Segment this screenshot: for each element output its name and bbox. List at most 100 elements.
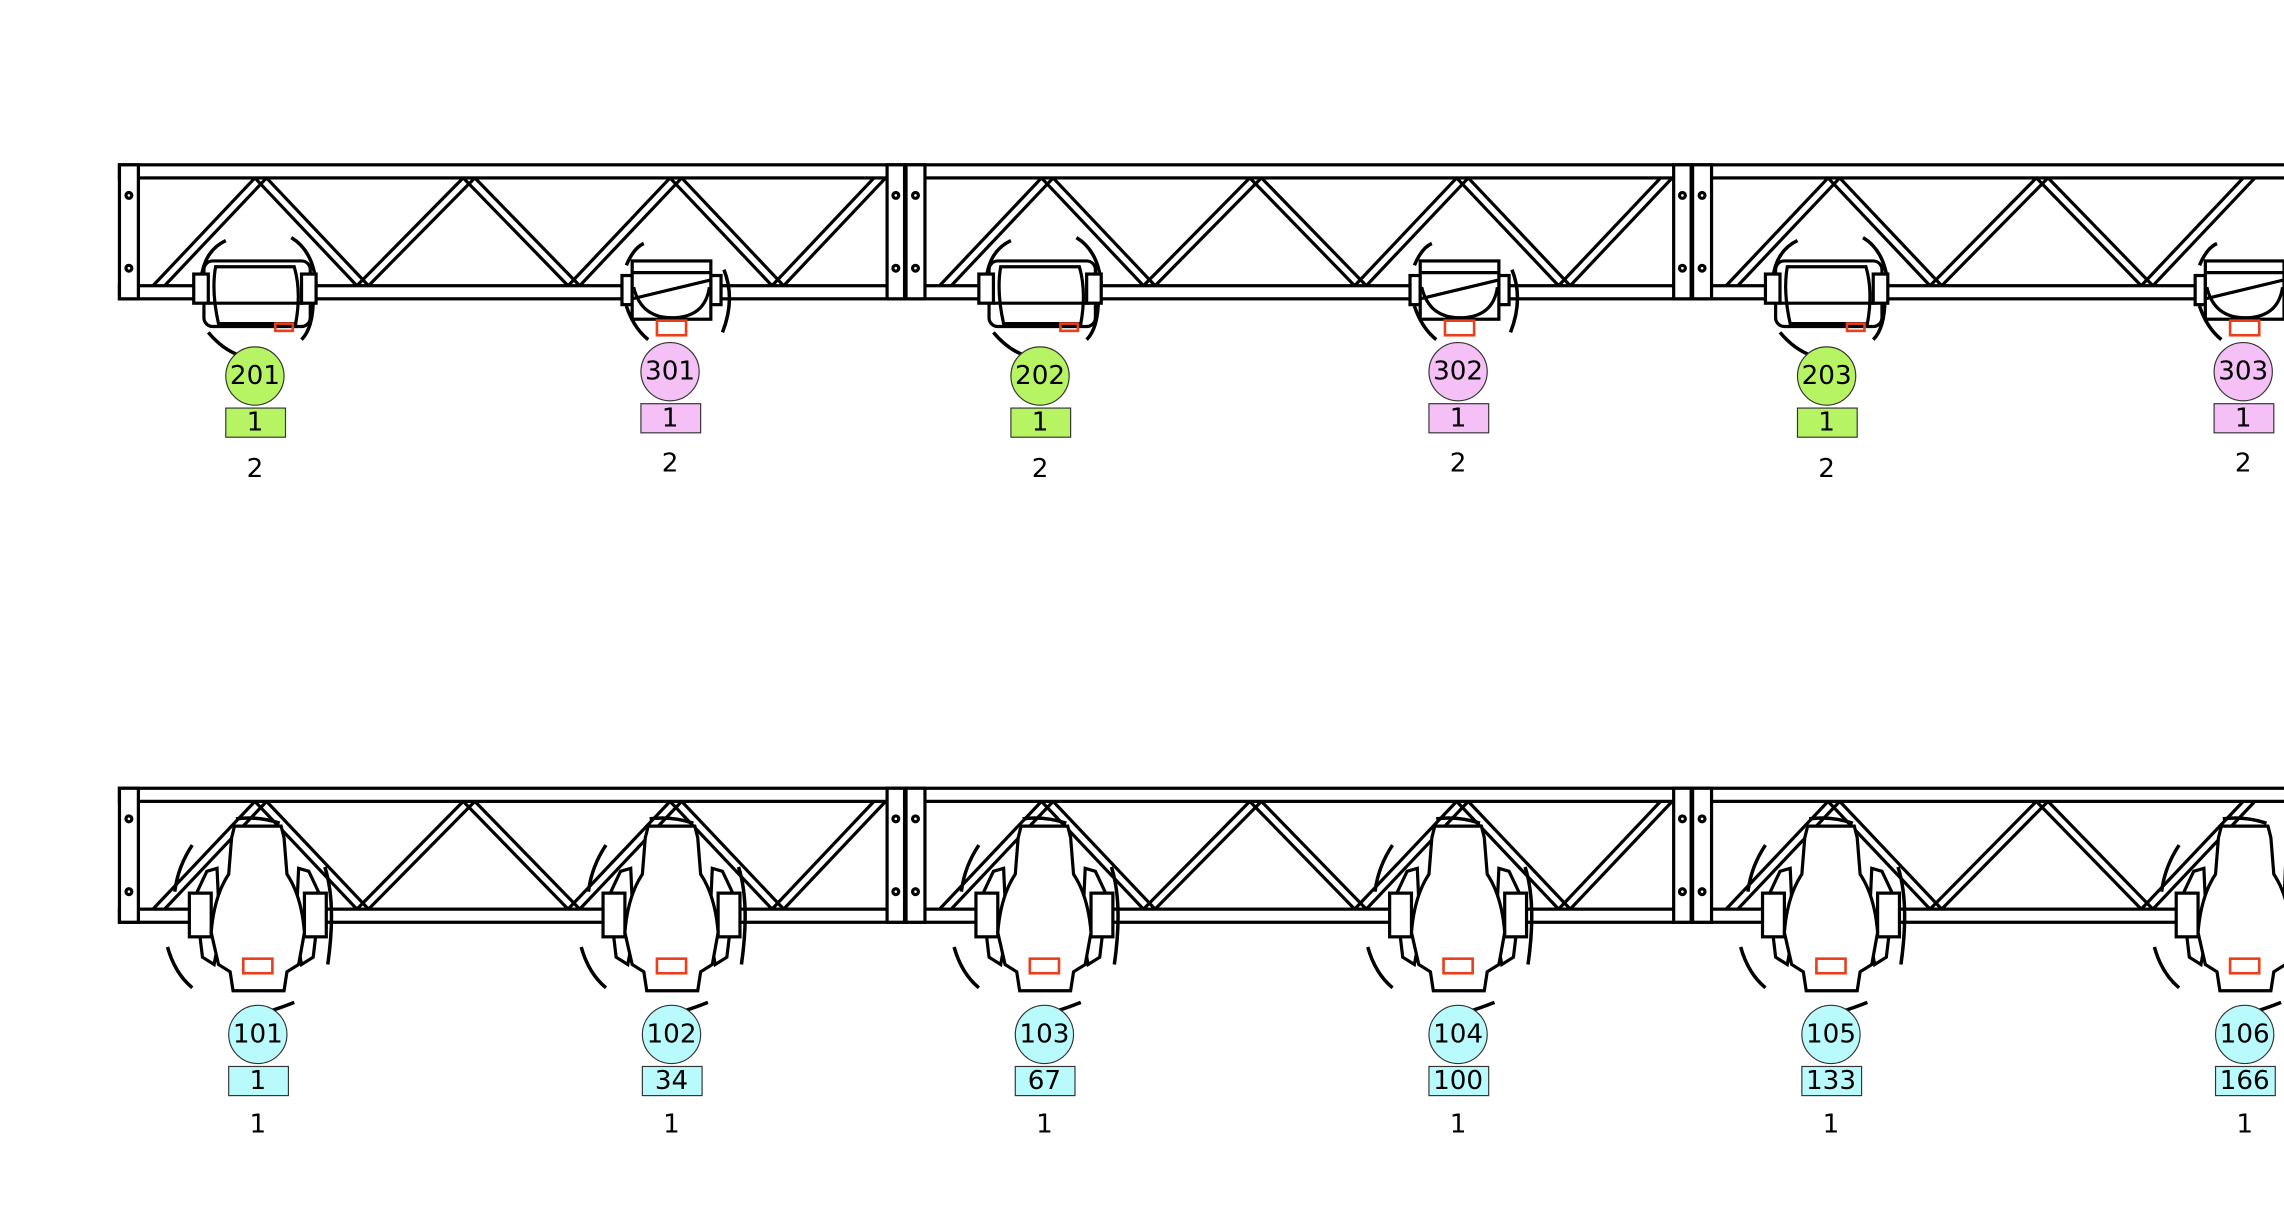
address-box <box>1428 1065 1490 1097</box>
truss-diagonal <box>2035 800 2143 911</box>
truss-diagonal <box>1557 800 1662 911</box>
truss-end-plate <box>904 163 927 301</box>
dmx-address: 34 <box>655 1066 688 1096</box>
channel-number: 203 <box>1802 361 1852 391</box>
address-box <box>225 407 287 438</box>
address-box <box>1801 1065 1863 1097</box>
truss-diagonal <box>355 176 465 287</box>
channel-number: 102 <box>646 1019 696 1049</box>
pan-tilt-arc <box>2197 241 2223 341</box>
pan-tilt-arc <box>579 816 747 1013</box>
universe-number: 2 <box>1818 454 1835 484</box>
truss-end-plate <box>1672 786 1693 924</box>
pan-tilt-arc <box>165 816 334 1013</box>
channel-number: 301 <box>645 357 695 387</box>
front-marker <box>1815 957 1847 975</box>
front-marker <box>1059 322 1080 333</box>
truss-end-plate <box>117 786 140 924</box>
dmx-address: 133 <box>1806 1066 1856 1096</box>
truss-end-plate <box>117 163 140 301</box>
universe-number: 2 <box>247 454 264 484</box>
fixture-body <box>1782 824 1880 993</box>
truss-bottom <box>117 786 2284 924</box>
fixture-body <box>996 824 1093 993</box>
fixture-wash[interactable]: 202 1 2 <box>977 236 1103 485</box>
fixture-wash[interactable]: 203 1 2 <box>1763 236 1890 485</box>
front-marker <box>1845 322 1866 333</box>
channel-bubble <box>641 1004 702 1065</box>
fixture-body <box>209 824 307 993</box>
fixture-body <box>1409 824 1507 993</box>
fixture-body <box>623 824 720 993</box>
universe-number: 2 <box>1032 454 1049 484</box>
fixture-spot[interactable]: 303 1 2 <box>2193 241 2284 478</box>
pan-tilt-arc <box>1738 816 1907 1013</box>
truss-chord <box>117 907 2284 924</box>
truss-diagonal <box>462 176 570 287</box>
channel-number: 104 <box>1433 1019 1483 1049</box>
truss-end-plate <box>904 786 927 924</box>
universe-number: 2 <box>2235 448 2252 478</box>
universe-number: 2 <box>662 448 679 478</box>
channel-bubble <box>228 1004 288 1065</box>
dmx-address: 1 <box>1032 408 1049 438</box>
front-marker <box>2228 957 2261 975</box>
dmx-address: 67 <box>1028 1066 1061 1096</box>
truss-diagonal <box>1040 176 1145 287</box>
truss-diagonal <box>253 176 359 287</box>
truss-diagonal <box>1455 800 1560 911</box>
universe-number: 1 <box>1036 1110 1053 1140</box>
truss-diagonal <box>566 176 672 287</box>
front-marker <box>655 957 688 975</box>
address-box <box>641 1065 703 1097</box>
truss-diagonal <box>1353 176 1458 287</box>
pan-tilt-arc <box>1366 816 1534 1013</box>
channel-number: 202 <box>1015 361 1065 391</box>
universe-number: 1 <box>663 1110 680 1140</box>
truss-diagonal <box>770 176 876 287</box>
dmx-address: 166 <box>2220 1066 2270 1096</box>
front-marker <box>1443 319 1476 337</box>
truss-diagonal <box>938 176 1043 287</box>
dmx-address: 1 <box>1450 403 1467 433</box>
fixture-moving-head[interactable]: 103 67 1 <box>952 816 1120 1140</box>
truss-end-plate <box>1691 786 1714 924</box>
fixture-moving-head[interactable]: 102 34 1 <box>579 816 747 1140</box>
front-marker <box>241 957 274 975</box>
dmx-address: 100 <box>1433 1066 1483 1096</box>
fixture-body <box>2196 824 2284 993</box>
universe-number: 1 <box>2236 1110 2253 1140</box>
channel-number: 103 <box>1019 1019 1069 1049</box>
truss-chord <box>117 786 2284 803</box>
truss-diagonal <box>1142 800 1251 911</box>
channel-number: 201 <box>230 361 280 391</box>
dmx-address: 1 <box>1818 408 1835 438</box>
truss-diagonal <box>2035 176 2143 287</box>
dmx-address: 1 <box>2235 403 2252 433</box>
channel-bubble <box>2214 1004 2275 1065</box>
channel-number: 303 <box>2218 357 2268 387</box>
front-marker <box>2228 319 2261 337</box>
front-marker <box>1442 957 1474 975</box>
truss-diagonal <box>668 176 774 287</box>
address-box <box>2214 1065 2276 1097</box>
pan-tilt-arc <box>984 236 1103 358</box>
truss-diagonal <box>1826 176 1932 287</box>
address-box <box>640 403 702 434</box>
truss-diagonal <box>770 800 876 911</box>
front-marker <box>655 319 688 337</box>
channel-bubble <box>1428 1004 1488 1065</box>
front-marker <box>1028 957 1061 975</box>
channel-bubble <box>2213 341 2273 402</box>
address-box <box>2213 403 2275 434</box>
truss-diagonal <box>1248 176 1356 287</box>
channel-bubble <box>225 346 285 406</box>
